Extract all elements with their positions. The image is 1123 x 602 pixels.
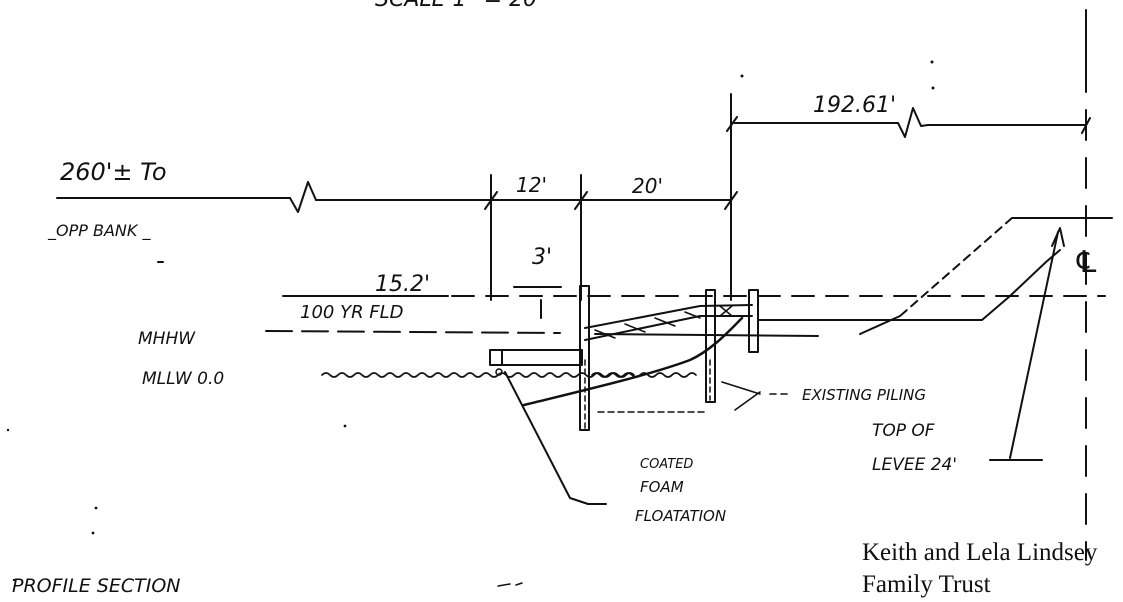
mhhw-line-dashed (265, 330, 561, 334)
dimension-260: 260'± To _OPP BANK _ 12' 20' (47, 158, 738, 301)
leader-arrow (721, 381, 761, 395)
dim-260-label: 260'± To (60, 158, 167, 186)
water-surface (321, 372, 635, 378)
foam-note-line2: FOAM (640, 478, 684, 496)
stray-scribble (497, 582, 523, 587)
foam-note-line1: COATED (640, 457, 693, 472)
stray-dot (740, 74, 744, 78)
stray-dot (931, 86, 935, 90)
existing-piling-label: EXISTING PILING (802, 386, 926, 404)
flood-elev-label: 15.2' (375, 272, 430, 297)
gangway-bottom (584, 315, 753, 341)
float (489, 349, 583, 376)
mhhw-label: MHHW (138, 329, 196, 349)
levee-profile: ℄ (757, 217, 1113, 335)
mllw-level: MLLW 0.0 (142, 369, 697, 389)
flood-level: 15.2' 100 YR FLD 3' (282, 245, 1106, 323)
piling-left (579, 285, 590, 431)
dim-192-label: 192.61' (813, 93, 896, 118)
stray-dot (94, 506, 98, 510)
break-symbol (289, 181, 317, 213)
foam-note-line3: FLOATATION (635, 507, 726, 525)
levee-note-line1: TOP OF (872, 421, 935, 441)
stray-dot (343, 424, 347, 428)
gangway-truss-end (719, 305, 733, 317)
dim-tick (726, 116, 738, 132)
float-symbol (495, 368, 503, 376)
gangway-top (584, 304, 753, 329)
gangway (522, 304, 753, 413)
levee-leader (1009, 231, 1059, 459)
three-ft-label: 3' (532, 245, 552, 270)
levee-top-line (757, 249, 1061, 321)
pilings (579, 285, 759, 431)
centerline-symbol: ℄ (1073, 245, 1100, 280)
dim-12-label: 12' (516, 173, 547, 197)
dim-tick (484, 191, 498, 210)
foam-leader (504, 371, 607, 505)
stray-dot (91, 531, 95, 535)
scale-text: SCALE 1" = 20' (375, 0, 543, 12)
section-title: PROFILE SECTION (12, 575, 181, 597)
piling-right (748, 289, 759, 353)
dim-tick (724, 191, 738, 210)
leader-tail (734, 391, 761, 411)
levee-note-line2: LEVEE 24' (872, 455, 957, 475)
flood-label: 100 YR FLD (300, 302, 404, 323)
foam-note: COATED FOAM FLOATATION (504, 371, 726, 525)
owner-line2: Family Trust (862, 571, 991, 598)
dim-20-label: 20' (632, 174, 663, 198)
stray-dot (6, 428, 10, 432)
levee-slope-lower (859, 315, 901, 335)
dim-tick (574, 191, 588, 210)
levee-leader-arrowhead (1051, 227, 1065, 247)
stray-dot (930, 60, 934, 64)
break-symbol (897, 107, 929, 138)
opp-bank-label: _OPP BANK _ (47, 221, 151, 241)
dimension-192: 192.61' (726, 93, 1091, 301)
piling-middle (705, 289, 716, 403)
float-body (489, 349, 583, 366)
existing-piling-note: EXISTING PILING (721, 381, 926, 411)
owner-line1: Keith and Lela Lindsey (862, 539, 1098, 566)
bank-slope (522, 316, 744, 407)
mllw-label: MLLW 0.0 (142, 369, 224, 389)
stray-dot (12, 578, 16, 582)
levee-note: TOP OF LEVEE 24' (872, 227, 1065, 475)
levee-slope-dashed (899, 217, 1013, 317)
gangway-truss (594, 311, 701, 339)
water-surface-right (591, 372, 697, 378)
